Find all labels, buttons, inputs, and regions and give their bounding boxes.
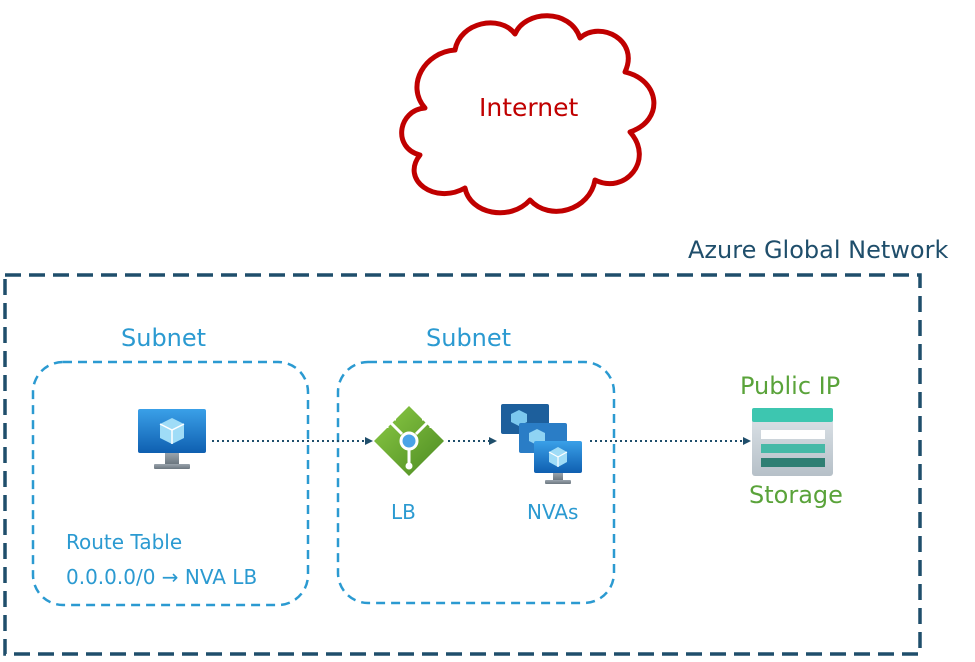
- route-table-route: 0.0.0.0/0 → NVA LB: [66, 565, 258, 589]
- subnet-box-1: [31, 360, 310, 607]
- subnet-box-2: [336, 360, 616, 605]
- internet-cloud: [399, 13, 657, 216]
- nva-label: NVAs: [527, 500, 579, 524]
- storage-label: Storage: [749, 481, 843, 509]
- load-balancer-label: LB: [391, 500, 416, 524]
- load-balancer-icon: [374, 406, 444, 476]
- virtual-machines-icon: [501, 404, 582, 484]
- storage-account-icon: [752, 408, 833, 476]
- subnet-label-2: Subnet: [426, 324, 512, 352]
- network-label: Azure Global Network: [688, 236, 949, 264]
- internet-label: Internet: [479, 93, 579, 122]
- subnet-label-1: Subnet: [121, 324, 207, 352]
- route-table-title: Route Table: [66, 530, 183, 554]
- public-ip-label: Public IP: [740, 372, 841, 400]
- virtual-machine-icon: [138, 409, 206, 469]
- azure-network-boundary: [3, 273, 922, 656]
